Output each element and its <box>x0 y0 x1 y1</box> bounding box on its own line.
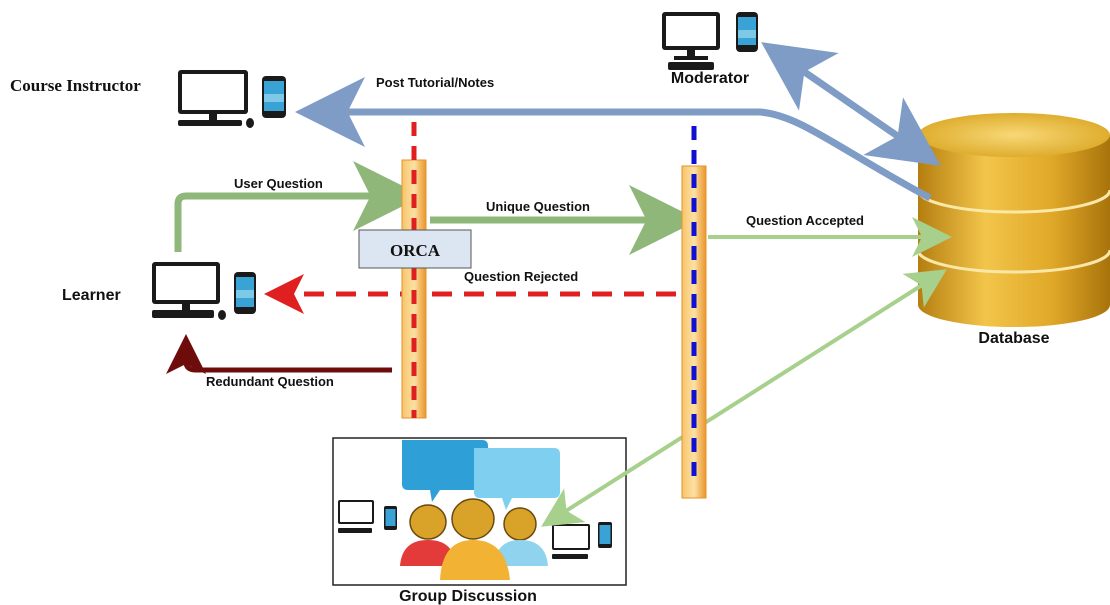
post-tutorial-label: Post Tutorial/Notes <box>376 75 494 90</box>
database-group-arrow <box>541 269 947 527</box>
moderator-computer-icon <box>662 12 720 70</box>
group-computer-right-icon <box>552 524 590 559</box>
redundant-question-label: Redundant Question <box>206 374 334 389</box>
instructor-computer-icon <box>178 70 254 128</box>
group-computer-left-icon <box>338 500 374 533</box>
question-accepted-label: Question Accepted <box>746 213 864 228</box>
course-instructor-label: Course Instructor <box>10 76 141 95</box>
orca-label: ORCA <box>390 241 441 260</box>
moderator-review-bar <box>681 126 707 499</box>
orca-label-box: ORCA <box>358 229 472 269</box>
unique-question-label: Unique Question <box>486 199 590 214</box>
moderator-label: Moderator <box>671 70 749 87</box>
user-question-arrow <box>174 161 423 252</box>
group-discussion-panel <box>332 437 627 586</box>
question-rejected-label: Question Rejected <box>464 269 578 284</box>
group-phone-right-icon <box>598 522 612 548</box>
learner-label: Learner <box>62 287 121 304</box>
orca-processing-bar <box>401 122 427 419</box>
user-question-label: User Question <box>234 176 323 191</box>
redundant-question-arrow <box>166 334 392 374</box>
database-label: Database <box>978 330 1049 347</box>
moderator-phone-icon <box>736 12 758 52</box>
group-phone-left-icon <box>384 506 397 530</box>
group-discussion-label: Group Discussion <box>399 588 537 605</box>
learner-phone-icon <box>234 272 256 314</box>
database-icon <box>916 113 1110 327</box>
learner-computer-icon <box>152 262 226 320</box>
instructor-phone-icon <box>262 76 286 118</box>
moderator-database-arrow <box>761 42 941 166</box>
